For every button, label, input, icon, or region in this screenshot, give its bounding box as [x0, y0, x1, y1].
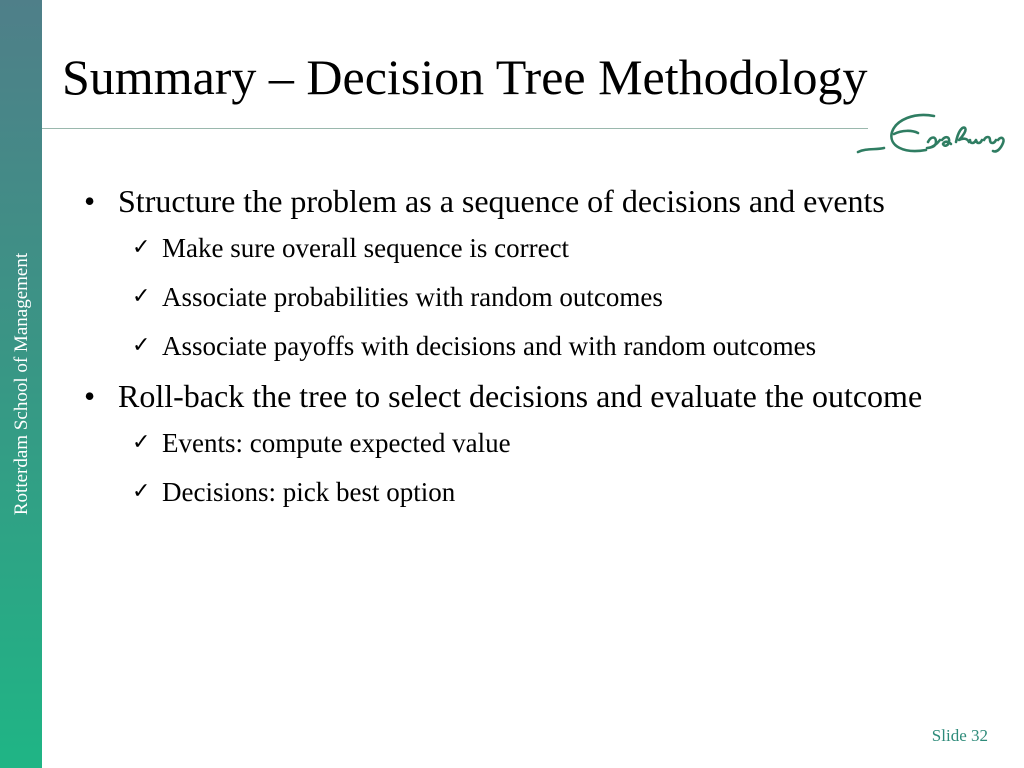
sidebar: Rotterdam School of Management [0, 0, 42, 768]
sub-item-text: Make sure overall sequence is correct [162, 233, 570, 263]
bullet-dot-icon: • [84, 183, 96, 219]
sub-item: ✓ Decisions: pick best option [76, 472, 996, 512]
sub-item-text: Events: compute expected value [162, 428, 511, 458]
sub-item-text: Associate payoffs with decisions and wit… [162, 331, 817, 361]
checkmark-icon: ✓ [132, 284, 151, 309]
erasmus-signature-logo [856, 113, 1005, 154]
bullet-text: Structure the problem as a sequence of d… [118, 183, 885, 219]
checkmark-icon: ✓ [132, 479, 151, 504]
title-divider [42, 128, 868, 129]
slide-content: • Structure the problem as a sequence of… [76, 180, 996, 521]
bullet-dot-icon: • [84, 378, 96, 414]
slide-number: Slide 32 [931, 726, 988, 745]
checkmark-icon: ✓ [132, 430, 151, 455]
sub-item: ✓ Associate payoffs with decisions and w… [76, 326, 996, 366]
sub-item-text: Associate probabilities with random outc… [162, 282, 663, 312]
sidebar-label: Rotterdam School of Management [11, 252, 32, 516]
sub-item: ✓ Make sure overall sequence is correct [76, 228, 996, 268]
bullet-item: • Roll-back the tree to select decisions… [76, 375, 996, 417]
sub-item: ✓ Associate probabilities with random ou… [76, 277, 996, 317]
checkmark-icon: ✓ [132, 333, 151, 358]
sub-item: ✓ Events: compute expected value [76, 423, 996, 463]
sub-item-text: Decisions: pick best option [162, 477, 456, 507]
checkmark-icon: ✓ [132, 235, 151, 260]
slide-title: Summary – Decision Tree Methodology [62, 49, 868, 105]
bullet-text: Roll-back the tree to select decisions a… [118, 378, 923, 414]
bullet-item: • Structure the problem as a sequence of… [76, 180, 996, 222]
